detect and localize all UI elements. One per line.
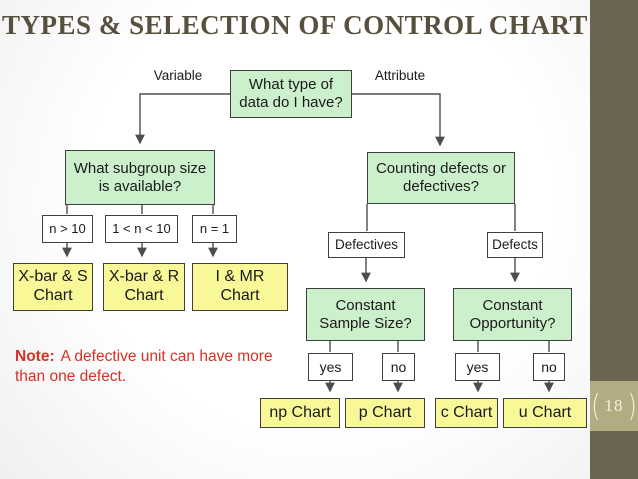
u-chart-box: u Chart bbox=[503, 398, 587, 428]
constant-sample-size-question-box: Constant Sample Size? bbox=[306, 288, 425, 341]
xbar-r-chart-box: X-bar & R Chart bbox=[103, 263, 185, 311]
note-bold-prefix: Note: bbox=[15, 348, 55, 365]
branch-label-attribute: Attribute bbox=[374, 68, 426, 83]
defects-label-box: Defects bbox=[487, 232, 543, 258]
bracket-right-glyph: ) bbox=[627, 388, 637, 424]
np-chart-box: np Chart bbox=[260, 398, 340, 428]
no-box-opportunity: no bbox=[533, 353, 565, 381]
c-chart-box: c Chart bbox=[435, 398, 498, 428]
page-number: 18 bbox=[604, 396, 624, 415]
counting-question-box: Counting defects or defectives? bbox=[367, 152, 515, 204]
yes-box-sample-size: yes bbox=[308, 353, 353, 381]
p-chart-box: p Chart bbox=[345, 398, 425, 428]
slide-title: TYPES & SELECTION OF CONTROL CHART bbox=[2, 10, 588, 40]
condition-n-gt-10-box: n > 10 bbox=[42, 215, 93, 243]
page-number-badge: ( 18 ) bbox=[590, 381, 638, 431]
constant-opportunity-question-box: Constant Opportunity? bbox=[453, 288, 572, 341]
bracket-left-glyph: ( bbox=[591, 388, 601, 424]
root-question-box: What type of data do I have? bbox=[230, 70, 352, 118]
defectives-label-box: Defectives bbox=[328, 232, 405, 258]
no-box-sample-size: no bbox=[382, 353, 415, 381]
yes-box-opportunity: yes bbox=[455, 353, 500, 381]
subgroup-size-question-box: What subgroup size is available? bbox=[65, 150, 215, 205]
xbar-s-chart-box: X-bar & S Chart bbox=[13, 263, 93, 311]
sidebar-accent-bar: ( 18 ) bbox=[590, 0, 638, 479]
branch-label-variable: Variable bbox=[153, 68, 203, 83]
condition-n-eq-1-box: n = 1 bbox=[192, 215, 237, 243]
note-body: A defective unit can have more than one … bbox=[15, 348, 273, 386]
condition-1-lt-n-lt-10-box: 1 < n < 10 bbox=[105, 215, 178, 243]
i-mr-chart-box: I & MR Chart bbox=[192, 263, 288, 311]
note-text: Note:A defective unit can have more than… bbox=[15, 347, 277, 387]
